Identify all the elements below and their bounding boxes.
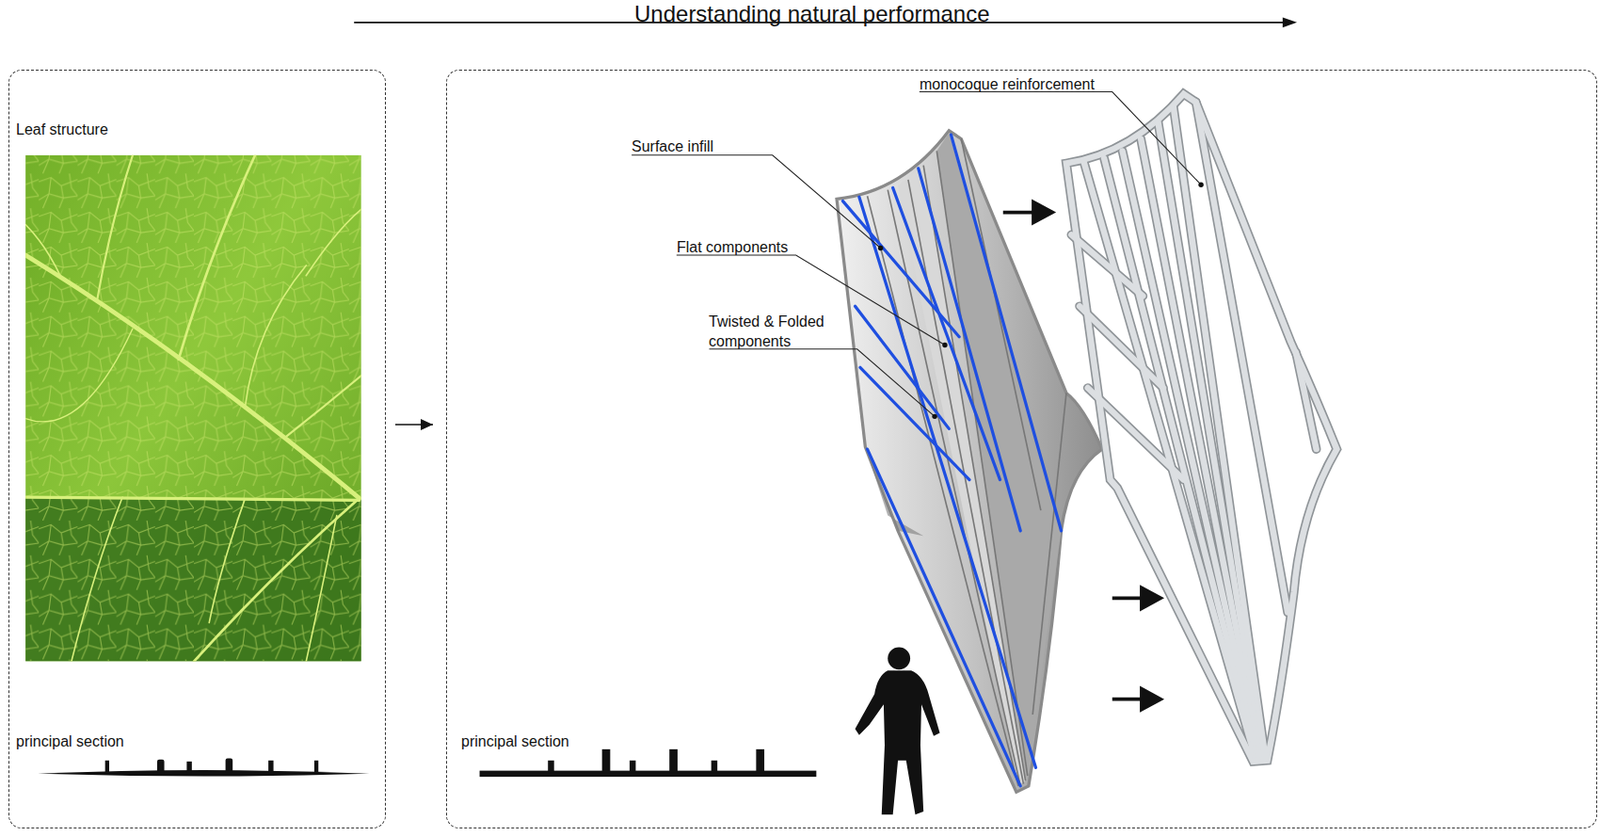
arrow-line xyxy=(395,423,433,426)
callout-label: Surface infill xyxy=(631,136,714,157)
dashed-panel: principal section xyxy=(446,69,1598,829)
leaf-section xyxy=(37,758,369,777)
title-text: Understanding natural performance xyxy=(634,0,991,29)
arrow-head xyxy=(420,418,433,431)
panel-arrow xyxy=(395,418,433,431)
process-arrows xyxy=(1003,198,1165,712)
leader-dots xyxy=(878,182,1204,420)
section-label: principal section xyxy=(16,731,125,752)
human-silhouette xyxy=(855,646,941,815)
structure-section xyxy=(480,749,817,777)
section-label: principal section xyxy=(461,731,570,752)
dashed-panel: Leaf structure principal section xyxy=(8,69,386,829)
monocoque-structure xyxy=(1066,94,1337,762)
callout-label: Twisted & Folded components xyxy=(708,311,850,352)
callout-label: Flat components xyxy=(676,237,788,257)
leaf-photo xyxy=(25,155,362,662)
callout-label: monocoque reinforcement xyxy=(919,74,1095,95)
panel-heading: Leaf structure xyxy=(16,119,109,140)
leader-lines xyxy=(631,92,1201,417)
